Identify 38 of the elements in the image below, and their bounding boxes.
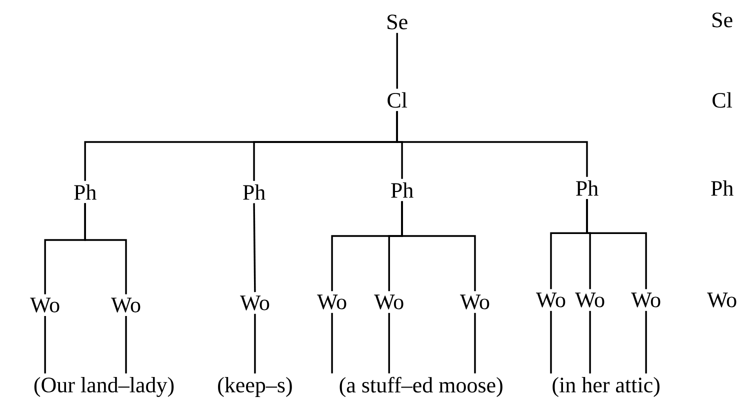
tree-label: Wo bbox=[575, 292, 604, 308]
tree-line bbox=[586, 199, 647, 290]
tree-label: Wo bbox=[631, 292, 660, 308]
level-label: Cl bbox=[712, 92, 732, 108]
tree-line bbox=[401, 201, 476, 292]
tree-label: Wo bbox=[536, 292, 566, 308]
tree-line bbox=[396, 111, 588, 177]
tree-label: Wo bbox=[374, 294, 404, 310]
tree-label: Wo bbox=[317, 294, 346, 310]
phrase-text: (in her attic) bbox=[552, 376, 660, 397]
tree-line bbox=[474, 312, 476, 374]
tree-line bbox=[253, 203, 256, 292]
tree-line bbox=[254, 314, 256, 374]
tree-label: Wo bbox=[111, 298, 140, 312]
level-label: Se bbox=[712, 12, 732, 28]
level-label: Wo bbox=[707, 292, 736, 308]
tree-label: Wo bbox=[30, 298, 60, 312]
tree-label: Wo bbox=[460, 294, 490, 310]
tree-label: Ph bbox=[391, 182, 414, 198]
tree-line bbox=[396, 32, 398, 89]
tree-line bbox=[645, 310, 647, 374]
tree-line bbox=[388, 312, 390, 374]
tree-line bbox=[589, 310, 591, 374]
tree-line bbox=[125, 316, 127, 374]
tree-label: Ph bbox=[243, 184, 266, 200]
tree-line bbox=[331, 312, 333, 374]
tree-label: Ph bbox=[74, 184, 96, 200]
phrase-text: (keep–s) bbox=[218, 376, 292, 397]
tree-label: Se bbox=[388, 14, 408, 30]
tree-label: Cl bbox=[388, 92, 408, 108]
level-label: Ph bbox=[711, 180, 734, 196]
tree-line bbox=[550, 310, 552, 374]
tree-line bbox=[44, 316, 46, 374]
tree-label: Wo bbox=[240, 296, 270, 310]
tree-line bbox=[84, 203, 127, 294]
phrase-text: (Our land–lady) bbox=[34, 376, 174, 397]
phrase-text: (a stuff–ed moose) bbox=[340, 376, 502, 398]
tree-label: Ph bbox=[576, 180, 598, 196]
